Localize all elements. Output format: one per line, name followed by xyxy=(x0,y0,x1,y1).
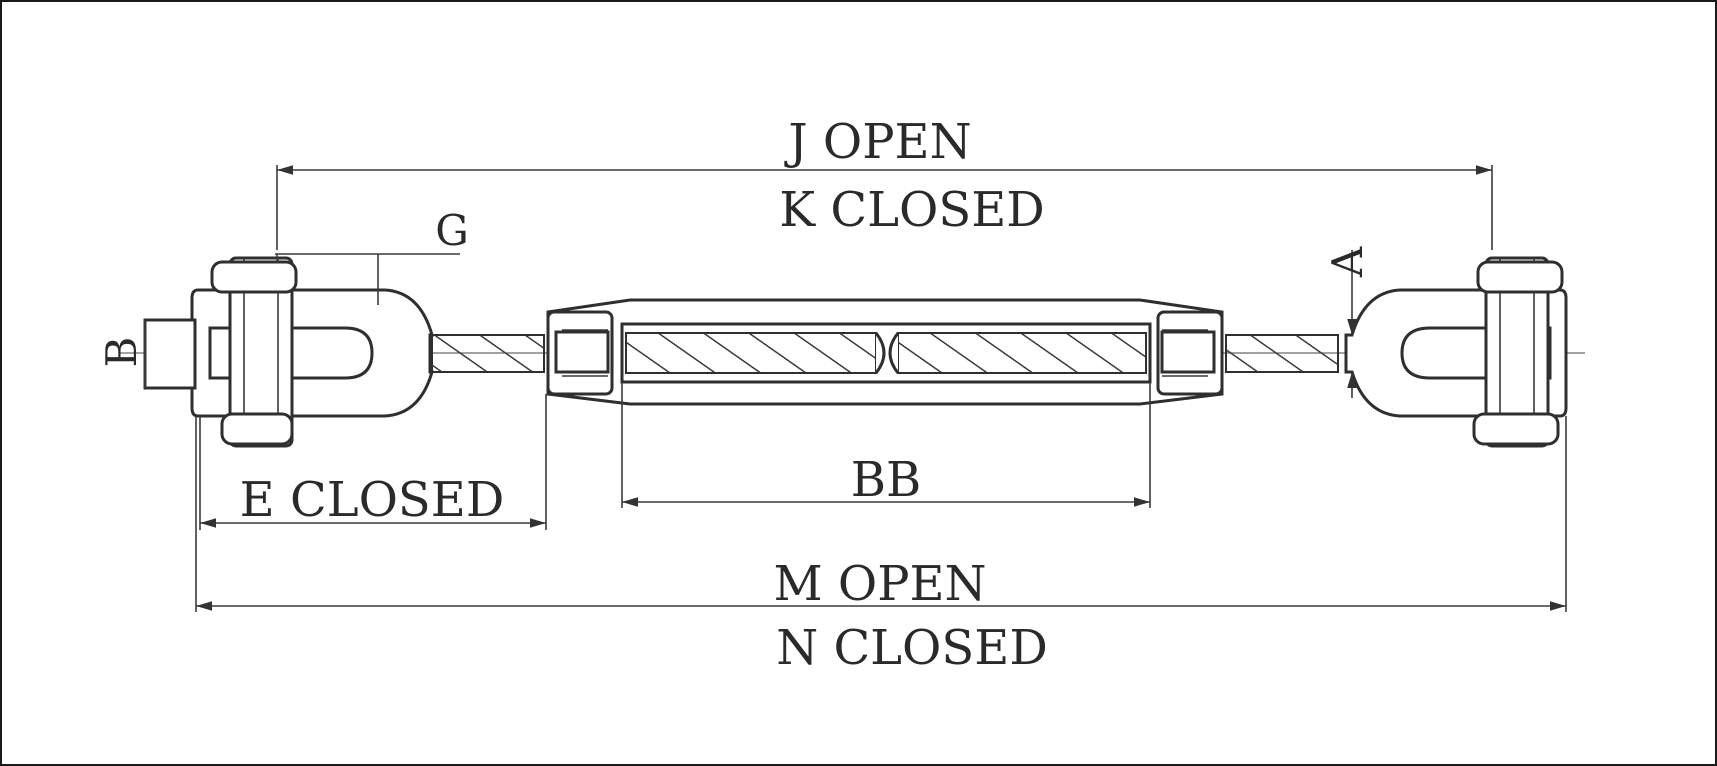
left-threaded-rod xyxy=(431,334,545,373)
turnbuckle-body xyxy=(546,298,1224,406)
e-closed-label: E CLOSED xyxy=(240,472,505,528)
n-closed-label: N CLOSED xyxy=(776,620,1048,676)
right-jaw xyxy=(1344,256,1568,448)
k-closed-label: K CLOSED xyxy=(779,182,1044,238)
left-jaw xyxy=(143,256,434,448)
bb-dimension xyxy=(621,382,1151,508)
right-threaded-rod xyxy=(1225,334,1339,373)
m-open-label: M OPEN xyxy=(773,556,986,612)
j-k-dimension xyxy=(276,165,1493,250)
bb-label: BB xyxy=(851,452,922,508)
j-open-label: J OPEN xyxy=(783,114,971,170)
a-label: A xyxy=(1323,246,1372,278)
g-label: G xyxy=(435,206,469,255)
g-dimension xyxy=(275,253,460,305)
b-label: B xyxy=(97,337,146,368)
m-n-dimension xyxy=(195,416,1567,612)
e-closed-dimension xyxy=(199,394,547,530)
